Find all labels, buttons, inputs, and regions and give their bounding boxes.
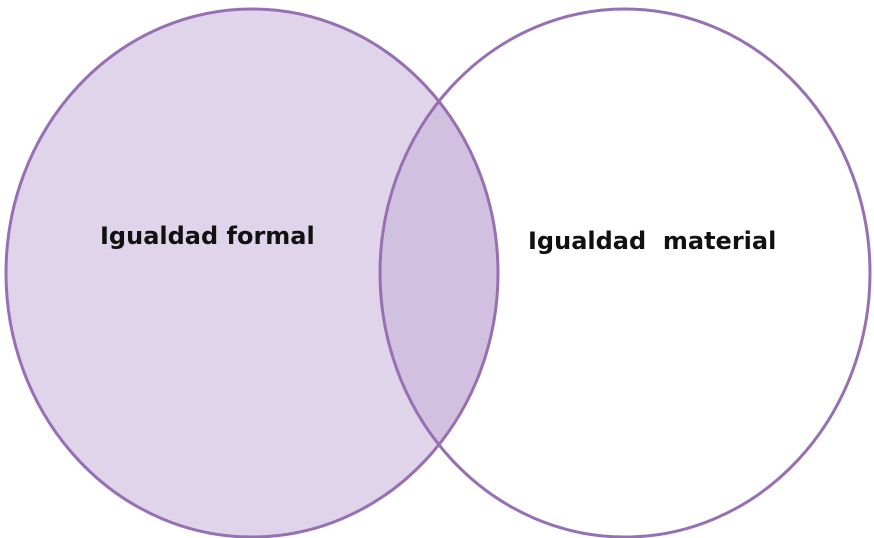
venn-circle-right-fill <box>380 9 870 537</box>
venn-label-right: Igualdad material <box>528 227 776 255</box>
venn-circle-left-fill <box>6 9 498 537</box>
venn-label-left: Igualdad formal <box>100 222 315 250</box>
venn-circle-right-outline <box>378 7 872 538</box>
venn-circle-left-outline <box>4 7 500 538</box>
